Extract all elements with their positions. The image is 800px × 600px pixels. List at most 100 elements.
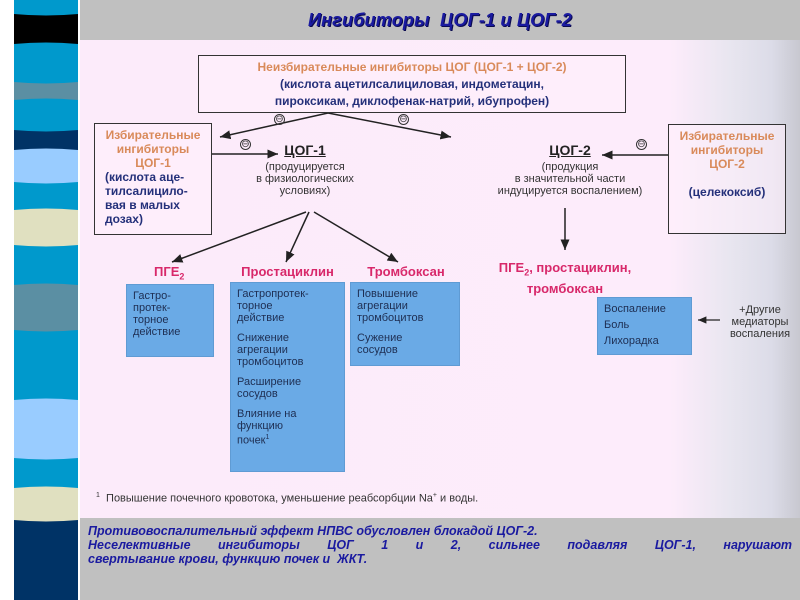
decorative-stripe-bar — [14, 0, 78, 600]
thromboxane-effects-box: Повышение агрегации тромбоцитов Сужение … — [350, 282, 460, 366]
footnote: 1 Повышение почечного кровотока, уменьше… — [96, 492, 478, 505]
selective-cox2-heading-line3: ЦОГ-2 — [709, 157, 745, 171]
other-mediators-line3: воспаления — [729, 328, 791, 340]
footnote-mark: 1 — [265, 434, 270, 441]
effect-item: Сужение сосудов — [357, 332, 403, 356]
summary-band: Противовоспалительный эффект НПВС обусло… — [80, 518, 800, 600]
stripe — [14, 520, 78, 600]
inhibition-icon: ⊖ — [636, 139, 647, 150]
effect-line: Гастро- — [133, 290, 171, 302]
selective-cox1-drugs-line2: тилсалицило- — [105, 184, 188, 198]
prostacyclin-label: Простациклин — [241, 264, 334, 279]
footnote-text-after: и воды. — [436, 492, 479, 505]
pge2-effects-box: Гастро- протек- торное действие — [126, 284, 214, 357]
stripe — [14, 398, 78, 461]
cox1-desc-line3: условиях) — [279, 185, 331, 197]
stripe — [14, 208, 78, 248]
pge2-subscript: 2 — [179, 271, 185, 282]
stripe — [14, 148, 78, 185]
cox1-title: ЦОГ-1 — [284, 142, 326, 158]
stripe — [14, 590, 78, 600]
stripe — [14, 458, 78, 490]
nonselective-inhibitors-box: Неизбирательные ингибиторы ЦОГ (ЦОГ-1 + … — [198, 55, 626, 113]
selective-cox1-drugs-line3: вая в малых — [105, 198, 180, 212]
selective-cox1-drugs-line1: (кислота аце- — [105, 170, 185, 184]
effect-line: протек- — [133, 302, 171, 314]
selective-cox2-heading-line2: ингибиторы — [690, 143, 764, 157]
cox2-products-subscript: 2 — [524, 267, 530, 278]
other-mediators-label: +Другие медиаторы воспаления — [720, 304, 800, 340]
pge2-label-text: ПГЕ — [154, 264, 180, 279]
inhibition-icon: ⊖ — [398, 114, 409, 125]
footnote-number: 1 — [96, 492, 100, 499]
nonselective-drugs-line2: пироксикам, диклофенак-натрий, ибупрофен… — [274, 94, 550, 108]
stripe — [14, 82, 78, 102]
stripe — [14, 330, 78, 402]
nonselective-heading: Неизбирательные ингибиторы ЦОГ (ЦОГ-1 + … — [257, 60, 567, 74]
footnote-text-before: Повышение почечного кровотока, уменьшени… — [106, 492, 433, 505]
cox2-products-suffix: , простациклин, — [529, 260, 632, 275]
cox1-desc-line2: в физиологических — [256, 173, 354, 185]
stripe — [14, 182, 78, 212]
selective-cox2-drugs: (целекоксиб) — [688, 185, 766, 199]
stripe — [14, 98, 78, 133]
effect-item: Повышение агрегации тромбоцитов — [357, 288, 424, 324]
arrow-cox1-to-thromboxane — [313, 211, 399, 263]
stripe — [14, 14, 78, 46]
effect-item: Воспаление — [604, 303, 666, 315]
effect-item: Боль — [604, 319, 630, 331]
selective-cox1-inhibitors-box: Избирательные ингибиторы ЦОГ-1 (кислота … — [94, 123, 212, 235]
other-mediators-line1: +Другие — [739, 304, 781, 316]
nonselective-drugs-line1: (кислота ацетилсалициловая, индометацин, — [279, 77, 545, 91]
thromboxane-label: Тромбоксан — [367, 264, 445, 279]
selective-cox1-heading-line2: ингибиторы — [116, 142, 190, 156]
other-mediators-line2: медиаторы — [731, 316, 789, 328]
cox2-products-label: ПГЕ2, простациклин, тромбоксан — [480, 260, 650, 296]
effect-item: Расширение сосудов — [237, 376, 302, 400]
stripe — [14, 486, 78, 523]
stripe — [14, 42, 78, 85]
cox-inhibitor-diagram: ⊖ ⊖ ⊖ ⊖ Неизбирательные ингибиторы ЦОГ (… — [80, 40, 800, 518]
arrow-cox1-to-pge2 — [171, 211, 307, 263]
cox1-node: ЦОГ-1 (продуцируется в физиологических у… — [245, 142, 365, 197]
cox1-desc-line1: (продуцируется — [265, 161, 345, 173]
cox2-desc-line2: в значительной части — [514, 173, 626, 185]
effect-item-kidney: Влияние на функцию почек1 — [237, 408, 338, 447]
inhibition-icon: ⊖ — [274, 114, 285, 125]
effect-item: Снижение агрегации тромбоцитов — [237, 332, 304, 368]
stripe — [14, 0, 78, 17]
inflammation-effects-box: Воспаление Боль Лихорадка — [597, 297, 692, 355]
summary-line1: Противовоспалительный эффект НПВС обусло… — [88, 524, 538, 538]
summary-line3: свертывание крови, функцию почек и ЖКТ. — [88, 552, 368, 566]
selective-cox1-drugs-line4: дозах) — [105, 212, 143, 226]
footnote-superscript: + — [432, 492, 437, 499]
title-band: Ингибиторы ЦОГ-1 и ЦОГ-2 — [80, 0, 800, 40]
prostacyclin-effects-box: Гастропротек- торное действие Снижение а… — [230, 282, 345, 472]
slide-title: Ингибиторы ЦОГ-1 и ЦОГ-2 — [307, 9, 573, 30]
cox2-products-prefix: ПГЕ — [498, 260, 525, 275]
cox2-node: ЦОГ-2 (продукция в значительной части ин… — [480, 142, 660, 197]
cox2-title: ЦОГ-2 — [549, 142, 591, 158]
cox2-desc-line1: (продукция — [541, 161, 599, 173]
selective-cox2-heading-line1: Избирательные — [679, 129, 775, 143]
diagram-arrows — [171, 112, 720, 324]
arrow-cox1-to-prostacyclin — [285, 211, 310, 263]
pge2-label: ПГЕ2 — [154, 264, 184, 282]
inhibition-icon: ⊖ — [240, 139, 251, 150]
stripe — [14, 245, 78, 287]
effect-line: торное — [133, 314, 169, 326]
stripe — [14, 130, 78, 152]
cox2-products-line2: тромбоксан — [526, 280, 604, 296]
effect-item-text: Влияние на функцию почек — [237, 408, 297, 447]
effect-item: Лихорадка — [604, 335, 659, 347]
stripe — [14, 283, 78, 333]
selective-cox2-inhibitors-box: Избирательные ингибиторы ЦОГ-2 (целекокс… — [668, 124, 786, 234]
arrow-nonselective-to-cox2 — [327, 112, 452, 140]
effect-line: действие — [133, 326, 181, 338]
cox2-desc-line3: индуцируется воспалением) — [497, 185, 643, 197]
effect-item: Гастропротек- торное действие — [237, 288, 309, 324]
stripe-graphic — [14, 0, 78, 600]
summary-text: Противовоспалительный эффект НПВС обусло… — [88, 524, 792, 566]
arrow-nonselective-to-cox1 — [219, 112, 329, 140]
selective-cox1-heading-line1: Избирательные — [105, 128, 201, 142]
